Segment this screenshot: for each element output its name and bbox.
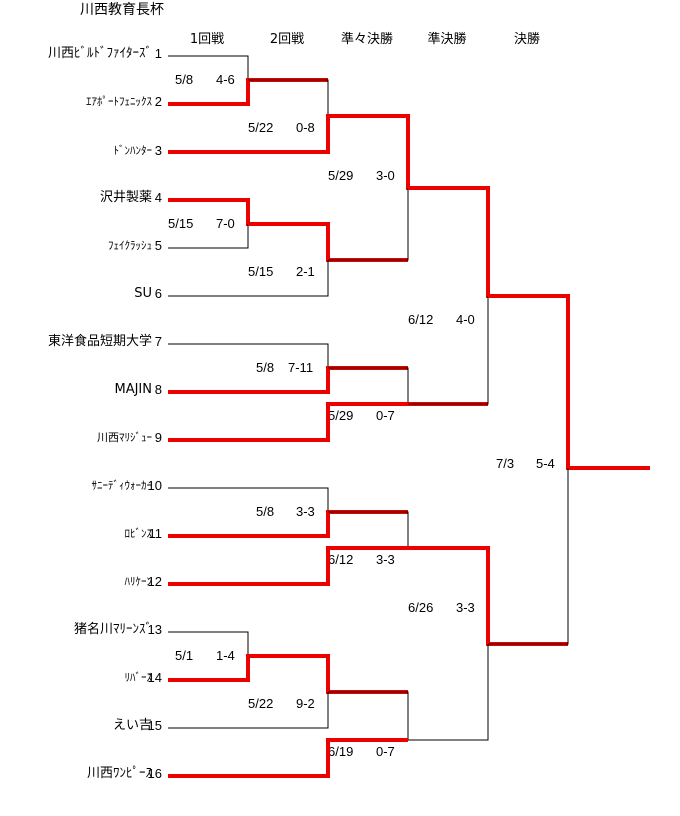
winner-bracket-line [168, 510, 408, 538]
team-name: ﾊﾘｹｰﾝ [124, 575, 153, 588]
round-header-final: 決勝 [513, 32, 540, 47]
team-seed: 9 [154, 430, 162, 445]
winner-bracket-line [168, 198, 328, 226]
tournament-title: 川西教育長杯 [80, 2, 164, 18]
winner-bracket-line [488, 294, 650, 470]
match-score: 3-3 [376, 552, 395, 567]
team-seed: 16 [147, 766, 162, 781]
match-date: 5/8 [256, 504, 275, 519]
team-seed: 3 [154, 143, 162, 158]
winner-bracket-line [168, 738, 408, 778]
match-date: 6/12 [408, 312, 434, 327]
match-score: 5-4 [536, 456, 555, 471]
bracket-line [328, 691, 409, 740]
match-date: 5/8 [175, 72, 194, 87]
team-seed: 1 [154, 46, 162, 61]
match-score: 0-8 [296, 120, 315, 135]
winner-bracket-line [248, 222, 408, 262]
winner-bracket-line [248, 654, 408, 694]
match-score: 3-0 [376, 168, 395, 183]
winner-bracket-line [328, 114, 488, 190]
match-score: 4-6 [216, 72, 235, 87]
match-score: 2-1 [296, 264, 315, 279]
bracket-line [328, 188, 409, 261]
round-header-2: 2回戦 [269, 32, 305, 47]
team-name: 猪名川ﾏﾘｰﾝｽﾞ [73, 622, 152, 637]
team-name: ｻﾆｰﾃﾞｨｳｫｰｶｰ [91, 479, 153, 492]
match-date: 5/15 [168, 216, 194, 231]
bracket-line [168, 260, 329, 297]
team-seed: 15 [147, 718, 162, 733]
bracket-line [168, 224, 249, 249]
winner-bracket-line [408, 546, 568, 646]
match-score: 3-3 [456, 600, 475, 615]
match-date: 5/15 [248, 264, 274, 279]
match-date: 5/29 [328, 168, 354, 183]
bracket-line [408, 644, 489, 741]
team-seed: 6 [154, 286, 162, 301]
team-seed: 12 [147, 574, 162, 589]
winner-bracket-line [168, 114, 408, 154]
team-seed: 4 [154, 190, 162, 205]
team-name: 東洋食品短期大学 [47, 334, 152, 349]
team-seed: 7 [154, 334, 162, 349]
team-seed: 5 [154, 238, 162, 253]
bracket-line [248, 79, 329, 116]
team-name: 沢井製薬 [99, 190, 152, 205]
bracket-line [168, 55, 249, 80]
bracket-line [168, 631, 249, 656]
match-date: 5/22 [248, 696, 274, 711]
match-date: 5/8 [256, 360, 275, 375]
match-score: 9-2 [296, 696, 315, 711]
match-score: 7-11 [288, 360, 314, 375]
team-seed: 2 [154, 94, 162, 109]
team-name: ｴｱﾎﾟｰﾄﾌｪﾆｯｸｽ [86, 95, 152, 108]
bracket-line [328, 511, 409, 548]
match-date: 7/3 [496, 456, 515, 471]
match-date: 5/29 [328, 408, 354, 423]
match-score: 1-4 [216, 648, 235, 663]
team-name: ﾘﾊﾞｰｽ [124, 671, 153, 684]
bracket-line [488, 468, 569, 645]
team-name: ﾛﾋﾞﾝｽ [124, 527, 153, 540]
team-name: SU [134, 286, 152, 301]
match-score: 3-3 [296, 504, 315, 519]
match-score: 0-7 [376, 408, 395, 423]
match-date: 6/26 [408, 600, 434, 615]
team-name: MAJIN [114, 382, 152, 397]
team-name: 川西ﾜﾝﾋﾟｰｽ [86, 766, 152, 781]
match-date: 5/1 [175, 648, 194, 663]
match-date: 5/22 [248, 120, 274, 135]
round-header-1: 1回戦 [189, 32, 225, 47]
winner-bracket-line [168, 366, 408, 394]
match-score: 7-0 [216, 216, 235, 231]
round-header-quarterfinal: 準々決勝 [340, 32, 393, 47]
bracket-line [168, 343, 329, 368]
winner-bracket-line [408, 186, 568, 298]
bracket-line [408, 296, 489, 405]
team-name: 川西ﾏﾘｼﾞｭｰ [97, 431, 152, 444]
team-name: ﾌｪｲｸﾗｯｼｭ [108, 239, 152, 252]
team-seed: 14 [147, 670, 162, 685]
winner-bracket-line [168, 402, 488, 442]
bracket-line [168, 487, 329, 512]
winner-bracket-line [168, 546, 488, 586]
team-name: 川西ﾋﾞﾙﾄﾞﾌｧｲﾀｰｽﾞ [47, 46, 152, 61]
match-date: 6/19 [328, 744, 354, 759]
match-score: 0-7 [376, 744, 395, 759]
match-score: 4-0 [456, 312, 475, 327]
team-seed: 11 [148, 526, 163, 541]
team-seed: 13 [147, 622, 162, 637]
match-date: 6/12 [328, 552, 354, 567]
team-seed: 8 [154, 382, 162, 397]
winner-bracket-line [168, 78, 328, 106]
team-name: ﾄﾞﾝﾊﾝﾀｰ [113, 144, 153, 157]
team-name: えい吉 [112, 718, 152, 733]
winner-bracket-line [168, 654, 328, 682]
round-header-semifinal: 準決勝 [427, 32, 467, 47]
bracket-line [168, 692, 329, 729]
bracket-line [328, 367, 409, 404]
team-seed: 10 [147, 478, 162, 493]
